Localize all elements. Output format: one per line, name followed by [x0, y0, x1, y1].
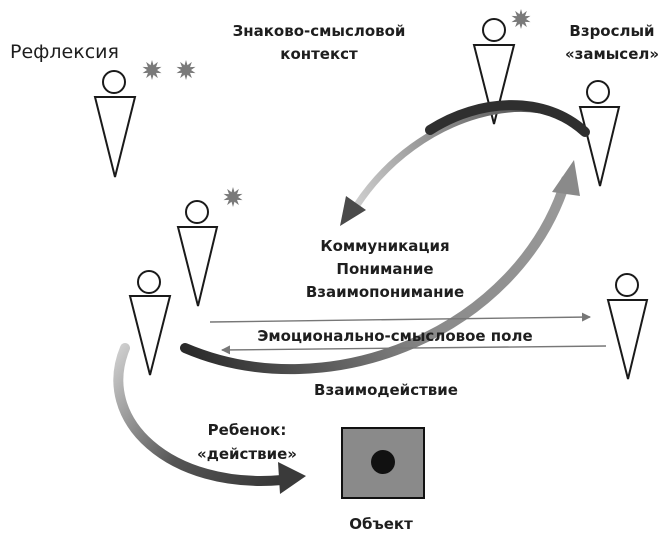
label-interaction: Взаимодействие [314, 381, 458, 399]
figure-reflexion [93, 70, 137, 178]
label-understanding: Понимание [336, 260, 434, 278]
burst-icon-2 [176, 60, 196, 80]
label-communication: Коммуникация [320, 237, 450, 255]
label-child-1: Ребенок: [207, 421, 287, 439]
label-sign-context-2: контекст [280, 45, 358, 63]
figure-child-reflexion [176, 200, 219, 307]
figure-adult-right [578, 80, 621, 187]
arrow-adult-to-communication [340, 100, 590, 226]
label-emotional-field: Эмоционально-смысловое поле [257, 327, 533, 345]
burst-icon-1 [142, 60, 162, 80]
label-sign-context-1: Знаково-смысловой [232, 22, 406, 40]
figure-partner [606, 273, 649, 380]
label-object: Объект [349, 515, 413, 533]
label-adult-2: «замысел» [564, 45, 660, 63]
label-adult-1: Взрослый [569, 22, 655, 40]
figure-adult-top [472, 18, 516, 125]
label-reflexion: Рефлексия [10, 41, 119, 63]
object-box [341, 427, 425, 499]
arrow-field-left [221, 345, 607, 355]
burst-icon-4 [223, 187, 243, 207]
arrow-child-to-adult [180, 160, 580, 375]
label-child-2: «действие» [197, 445, 297, 463]
label-mutual-understanding: Взаимопонимание [305, 283, 465, 301]
figure-child [128, 270, 172, 376]
burst-icon-3 [511, 9, 531, 29]
arrow-field-right [209, 312, 591, 323]
arrow-child-to-object [113, 343, 306, 494]
